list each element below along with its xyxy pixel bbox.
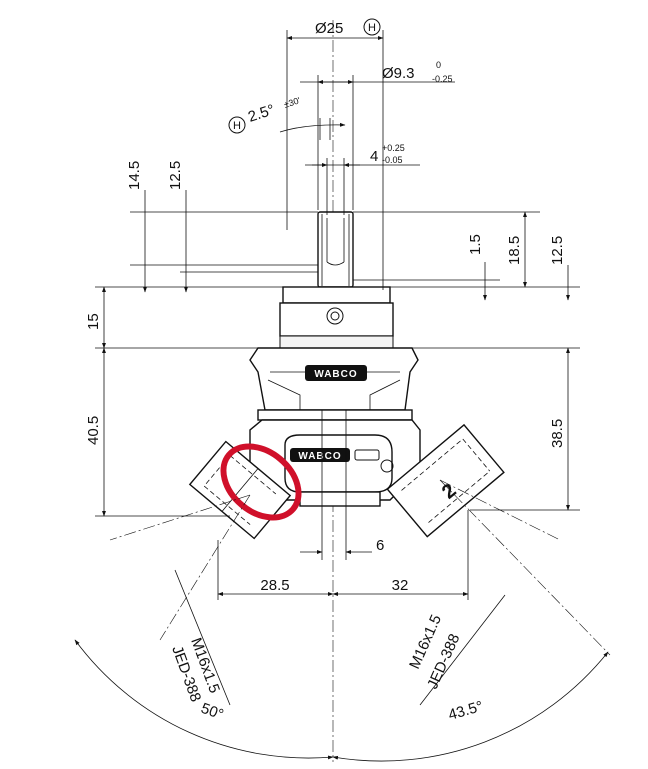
dim-dia-top-text: Ø25 — [315, 20, 343, 37]
dim-38-5-text: 38.5 — [549, 419, 566, 448]
dim-28-5-text: 28.5 — [260, 577, 289, 594]
right-port-axis — [439, 479, 561, 541]
dim-flat: 4 +0.25 -0.05 — [305, 143, 420, 215]
valve-lower-body: WABCO — [249, 409, 421, 510]
dim-dia-shaft: Ø9.3 0 -0.25 — [300, 60, 455, 210]
dim-dia-top-mark: H — [368, 22, 376, 34]
dim-angle-mark: H — [233, 120, 241, 132]
dim-40-5-text: 40.5 — [85, 416, 102, 445]
left-port-axis — [109, 494, 251, 541]
dim-15-text: 15 — [85, 313, 102, 330]
logo-text-upper: WABCO — [314, 369, 357, 380]
angle-arc-left: 50° — [74, 639, 334, 760]
left-port-axis-2 — [159, 494, 251, 641]
dim-12-5-right-text: 12.5 — [549, 236, 566, 265]
valve-head — [279, 286, 394, 349]
valve-upper-body: WABCO — [249, 347, 419, 411]
dim-flat-tol-upper: +0.25 — [382, 143, 405, 153]
dim-left-upper: 14.5 12.5 — [126, 161, 318, 293]
dim-bottom-spacing: 28.5 32 — [217, 510, 469, 600]
dim-left-lower: 15 40.5 — [85, 286, 283, 517]
highlight-ellipse — [220, 443, 302, 521]
dim-dia-shaft-tol-lower: -0.25 — [432, 74, 453, 84]
dim-right-lower: 38.5 — [412, 347, 580, 511]
angle-left-text: 50° — [199, 700, 226, 724]
dim-angle-value: 2.5° — [246, 101, 277, 125]
dim-flat-tol-lower: -0.05 — [382, 155, 403, 165]
dim-18-5-text: 18.5 — [506, 236, 523, 265]
dim-6-text: 6 — [376, 537, 384, 554]
right-port-axis-2 — [439, 479, 611, 656]
dim-angle-tol: ±30' — [283, 95, 302, 110]
wabco-logo-upper — [305, 365, 367, 381]
angle-right-text: 43.5° — [446, 698, 485, 724]
dim-dia-shaft-tol-upper: 0 — [436, 60, 441, 70]
right-port-thread-label: M16x1.5 JED-388 — [406, 594, 506, 706]
angle-arc-right: 43.5° — [332, 651, 609, 762]
dim-flat-text: 4 — [370, 148, 378, 165]
dim-dia-top: Ø25 H — [286, 18, 384, 290]
dim-bottom-6: 6 — [300, 510, 384, 560]
dim-14-5-text: 14.5 — [126, 161, 143, 190]
left-port-thread-label: M16x1.5 JED-388 — [168, 569, 231, 706]
dim-32-text: 32 — [392, 577, 409, 594]
valve-shaft — [317, 211, 354, 288]
wabco-logo-lower — [290, 448, 350, 462]
dim-dia-shaft-text: Ø9.3 — [382, 65, 415, 82]
logo-text-lower: WABCO — [298, 451, 341, 462]
right-port — [386, 423, 505, 538]
dim-right-upper: 1.5 18.5 12.5 — [353, 211, 580, 301]
dim-12-5-left-text: 12.5 — [167, 161, 184, 190]
dim-1-5-text: 1.5 — [467, 234, 484, 255]
